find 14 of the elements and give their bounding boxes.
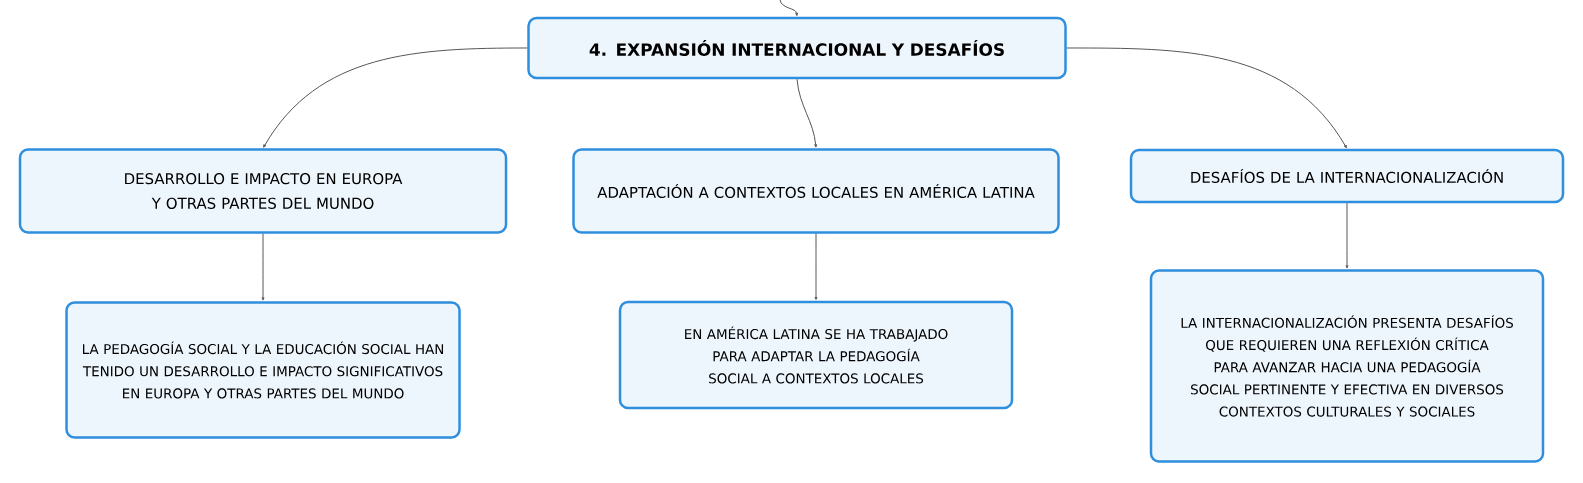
- subtopic-box: ADAPTACIÓN A CONTEXTOS LOCALES EN AMÉRICA LATINA: [572, 148, 1060, 234]
- topic-box: 4. EXPANSIÓN INTERNACIONAL Y DESAFÍOS: [527, 16, 1067, 80]
- description-box: LA INTERNACIONALIZACIÓN PRESENTA DESAFÍOS QUE REQUIEREN UNA REFLEXIÓN CRÍTICA PARA AVANZAR HACIA UNA PEDAGOGÍA SOCIAL PERTINENTE Y EFECTIVA EN DIVERSOS CONTEXTOS CULTURALES Y SOCIALES: [1149, 269, 1545, 463]
- description-box: LA PEDAGOGÍA SOCIAL Y LA EDUCACIÓN SOCIAL HAN TENIDO UN DESARROLLO E IMPACTO SIGNIFICATIVOS EN EUROPA Y OTRAS PARTES DEL MUNDO: [65, 301, 461, 439]
- arrow: [779, 0, 799, 17]
- arrow: [263, 47, 528, 148]
- arrow: [814, 233, 818, 301]
- description-box: EN AMÉRICA LATINA SE HA TRABAJADO PARA ADAPTAR LA PEDAGOGÍA SOCIAL A CONTEXTOS LOCALES: [618, 300, 1014, 410]
- arrow: [1066, 47, 1347, 149]
- subtopic-box: DESARROLLO E IMPACTO EN EUROPA Y OTRAS PARTES DEL MUNDO: [18, 148, 508, 234]
- arrow: [796, 78, 818, 148]
- subtopic-box: DESAFÍOS DE LA INTERNACIONALIZACIÓN: [1129, 148, 1565, 204]
- arrow: [261, 233, 265, 301]
- arrow: [1345, 202, 1349, 269]
